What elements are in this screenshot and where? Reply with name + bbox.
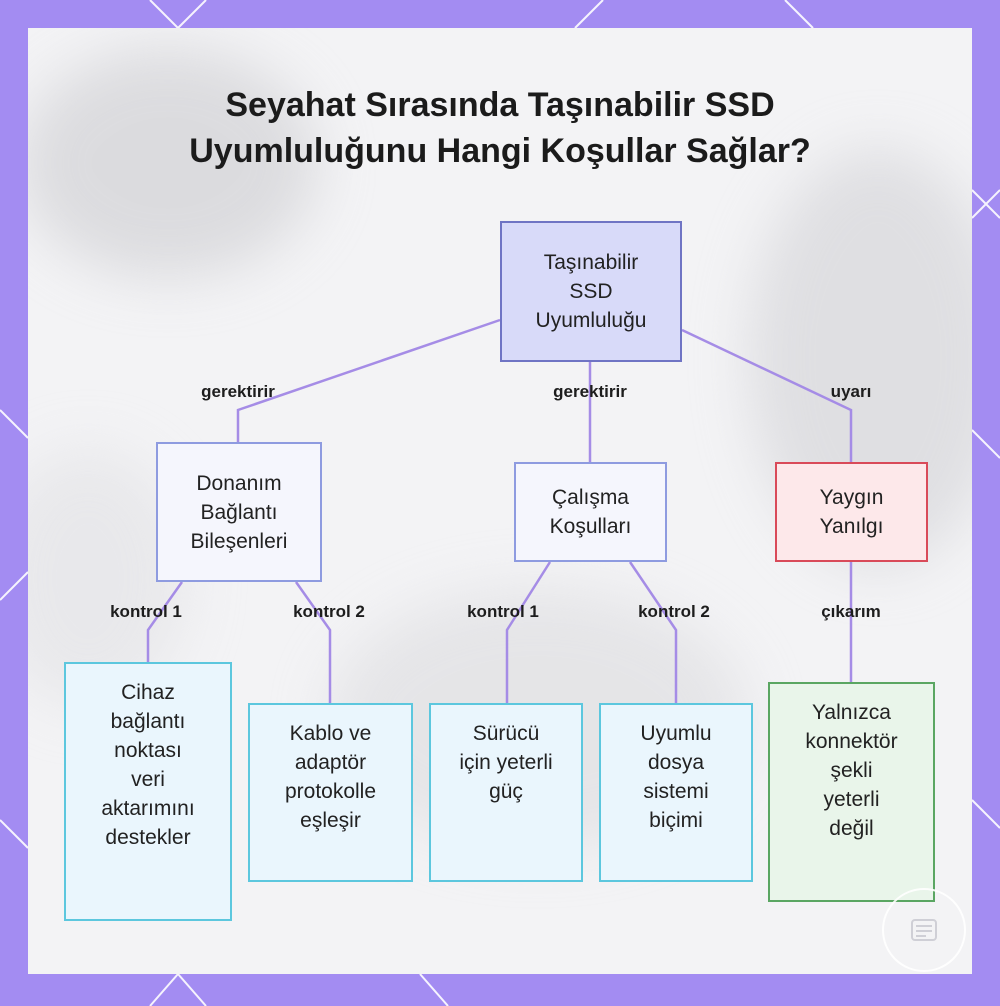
edge-label-root-hardware: gerektirir (201, 382, 275, 401)
node-cable-adapter-matches-protocol: Kablo ve adaptör protokolle eşleşir (248, 703, 413, 882)
edge-label-root-operating: gerektirir (553, 382, 627, 401)
background-blur-shape (28, 48, 318, 278)
edge-label-hardware-cable: kontrol 2 (293, 602, 365, 621)
title-line-2: Uyumluluğunu Hangi Koşullar Sağlar? (189, 132, 811, 170)
logo-icon (911, 919, 937, 941)
edge-label-operating-file: kontrol 2 (638, 602, 710, 621)
node-device-port-supports-transfer: Cihaz bağlantı noktası veri aktarımını d… (64, 662, 232, 921)
edge-operating-driver (505, 561, 552, 703)
node-compatible-file-system: Uyumlu dosya sistemi biçimi (599, 703, 753, 882)
title-line-1: Seyahat Sırasında Taşınabilir SSD (225, 86, 775, 124)
brand-logo (882, 888, 966, 972)
node-hardware-components: Donanım Bağlantı Bileşenleri (156, 442, 322, 582)
edge-root-hardware (236, 318, 501, 442)
node-ssd-compatibility: Taşınabilir SSD Uyumluluğu (500, 221, 682, 362)
node-common-misconception: Yaygın Yanılgı (775, 462, 928, 562)
edge-root-misconception (681, 328, 853, 462)
node-connector-shape-not-enough: Yalnızca konnektör şekli yeterli değil (768, 682, 935, 902)
edge-hardware-device (146, 581, 184, 662)
edge-label-hardware-device: kontrol 1 (110, 602, 182, 621)
edge-label-operating-driver: kontrol 1 (467, 602, 539, 621)
page-title: Seyahat Sırasında Taşınabilir SSD Uyumlu… (0, 82, 1000, 174)
edge-operating-file (628, 561, 678, 703)
node-operating-conditions: Çalışma Koşulları (514, 462, 667, 562)
node-sufficient-drive-power: Sürücü için yeterli güç (429, 703, 583, 882)
edge-label-misconception-connector: çıkarım (821, 602, 881, 621)
edge-hardware-cable (294, 581, 332, 703)
edge-label-root-misconception: uyarı (830, 382, 872, 401)
